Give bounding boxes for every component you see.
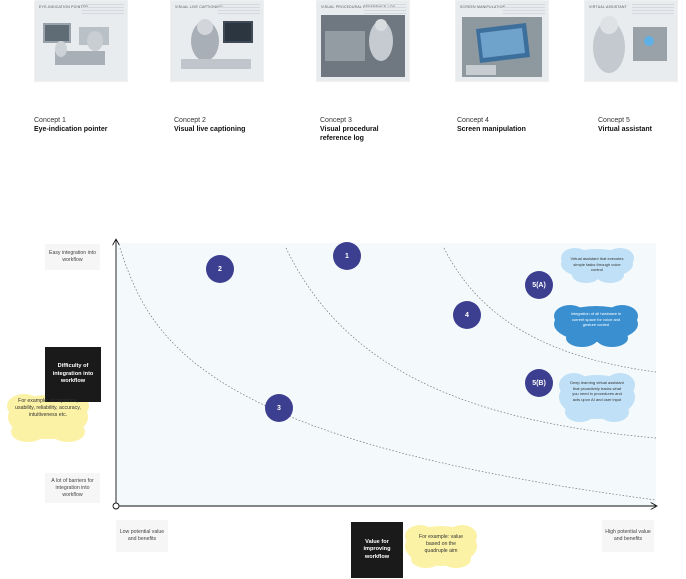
x-axis-title: Value for improving workflow bbox=[351, 522, 403, 578]
concept-number: Concept 4 bbox=[457, 117, 489, 124]
y-axis-title: Difficulty of integration into workflow bbox=[45, 347, 101, 402]
concept-marker-3: 3 bbox=[265, 394, 293, 422]
concept-1-thumbnail: EYE-INDICATION POINTER bbox=[34, 0, 128, 82]
concept-marker-5b: 5(B) bbox=[525, 369, 553, 397]
concept-2-label: Concept 2 Visual live captioning bbox=[174, 116, 245, 134]
cloud-hardware-integration bbox=[554, 305, 638, 347]
concept-marker-1: 1 bbox=[333, 242, 361, 270]
thumbnail-notes bbox=[632, 4, 674, 14]
or-scene-illustration bbox=[43, 23, 109, 65]
thumbnail-notes bbox=[218, 4, 260, 14]
concept-number: Concept 3 bbox=[320, 117, 352, 124]
cloud-deep-learning-text: Deep learning virtual assistant that pro… bbox=[570, 380, 624, 402]
thumbnail-caption: VIRTUAL ASSISTANT bbox=[589, 5, 627, 9]
concept-name: Visual live captioning bbox=[174, 126, 246, 133]
or-scene-illustration bbox=[593, 16, 667, 73]
cloud-virtual-assistant-text: Virtual assistant that executes simple t… bbox=[570, 256, 624, 272]
concept-marker-5a: 5(A) bbox=[525, 271, 553, 299]
y-axis-bottom-label: A lot of barriers for integration into w… bbox=[45, 473, 100, 503]
concept-5-label: Concept 5 Virtual assistant bbox=[598, 116, 652, 134]
thumbnail-caption: VISUAL PROCEDURAL REFERENCE LOG bbox=[321, 5, 396, 9]
cloud-virtual-assistant bbox=[561, 248, 634, 283]
concept-3-thumbnail: VISUAL PROCEDURAL REFERENCE LOG bbox=[316, 0, 410, 82]
thumbnail-caption: SCREEN MANIPULATION bbox=[460, 5, 506, 9]
x-axis-note: For example: value based on the quadrupl… bbox=[418, 534, 464, 554]
thumbnail-caption: EYE-INDICATION POINTER bbox=[39, 5, 89, 9]
plot-area bbox=[116, 243, 656, 506]
thumbnail-notes bbox=[82, 4, 124, 14]
concept-name: Screen manipulation bbox=[457, 126, 526, 133]
concept-name: Visual procedural reference log bbox=[320, 126, 379, 142]
concept-number: Concept 1 bbox=[34, 117, 66, 124]
thumbnail-notes bbox=[364, 4, 406, 14]
x-axis-left-label: Low potential value and benefits bbox=[116, 520, 168, 552]
concept-marker-2: 2 bbox=[206, 255, 234, 283]
concept-4-label: Concept 4 Screen manipulation bbox=[457, 116, 526, 134]
cloud-deep-learning bbox=[559, 373, 635, 422]
cloud-hardware-integration-text: Integration of all hardware in current s… bbox=[570, 311, 622, 327]
or-scene-illustration bbox=[181, 19, 253, 69]
value-curve-2 bbox=[285, 247, 657, 439]
y-axis-top-label: Easy integration into workflow bbox=[45, 244, 100, 270]
axis-origin bbox=[112, 502, 120, 510]
thumbnail-caption: VISUAL LIVE CAPTIONING bbox=[175, 5, 224, 9]
or-scene-illustration bbox=[321, 15, 405, 77]
concept-3-label: Concept 3 Visual procedural reference lo… bbox=[320, 116, 410, 143]
concept-1-label: Concept 1 Eye-indication pointer bbox=[34, 116, 108, 134]
concept-name: Virtual assistant bbox=[598, 126, 652, 133]
concept-4-thumbnail: SCREEN MANIPULATION bbox=[455, 0, 549, 82]
cloud-x-note bbox=[405, 525, 477, 568]
y-axis-note: For example: acceptance, usability, reli… bbox=[15, 398, 81, 418]
concept-2-thumbnail: VISUAL LIVE CAPTIONING bbox=[170, 0, 264, 82]
concept-name: Eye-indication pointer bbox=[34, 126, 108, 133]
or-scene-illustration bbox=[462, 17, 542, 77]
concept-number: Concept 2 bbox=[174, 117, 206, 124]
value-curve-1 bbox=[119, 247, 657, 501]
x-axis-right-label: High potential value and benefits bbox=[602, 520, 654, 552]
concept-marker-4: 4 bbox=[453, 301, 481, 329]
concept-number: Concept 5 bbox=[598, 117, 630, 124]
concept-5-thumbnail: VIRTUAL ASSISTANT bbox=[584, 0, 678, 82]
thumbnail-notes bbox=[503, 4, 545, 14]
